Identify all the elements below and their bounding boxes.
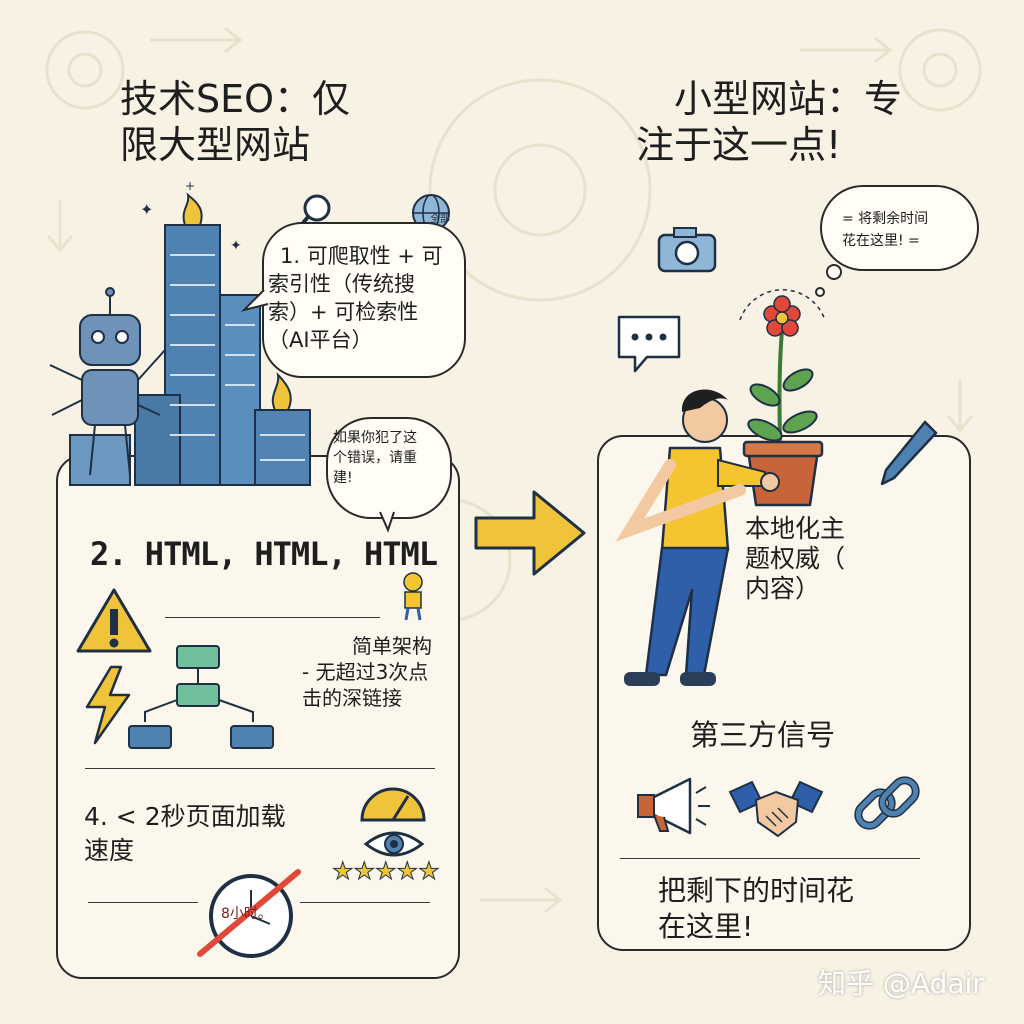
star-icon: ★	[396, 857, 419, 886]
svg-text:✦: ✦	[140, 200, 153, 219]
handshake-icon	[728, 780, 824, 837]
robot-server-illustration: ✦ ✦ +	[49, 179, 311, 486]
architecture-text: 简单架构 - 无超过3次点 击的深链接	[302, 633, 452, 711]
eye-icon	[363, 831, 425, 857]
topic-line: 题权威（	[745, 544, 846, 573]
bubble1-line: 索）+ 可检索性	[268, 300, 419, 324]
robot-icon	[49, 287, 166, 476]
server-stack-icon	[69, 224, 311, 486]
bottom-line: 把剩下的时间花	[658, 874, 855, 907]
third-party-title: 第三方信号	[690, 718, 836, 752]
thought-line: = 将剩余时间	[842, 211, 929, 227]
camera-icon	[657, 227, 717, 273]
right-title-line1: 小型网站：专	[674, 77, 903, 121]
gauge-icon	[360, 787, 426, 822]
html-heading: 2. HTML, HTML, HTML	[90, 535, 438, 573]
thought-line: 花在这里! =	[842, 233, 920, 249]
lightning-icon	[85, 665, 131, 745]
star-icon: ★	[375, 857, 397, 886]
left-title-line1: 技术SEO：仅	[120, 77, 351, 121]
svg-text:✦: ✦	[230, 238, 242, 254]
star-icon: ★	[418, 857, 440, 886]
flame-icon	[182, 192, 203, 226]
bubble2-line: 如果你犯了这	[333, 430, 417, 446]
bubble1-line: （AI平台）	[268, 328, 373, 352]
speed-text: 4. < 2秒页面加载 速度	[84, 800, 334, 868]
bubble-crawlability-text: 1. 可爬取性 + 可 索引性（传统搜 索）+ 可检索性 （AI平台）	[268, 242, 468, 354]
arrow-right-icon	[474, 490, 586, 576]
topic-authority-text: 本地化主 题权威（ 内容）	[745, 514, 875, 604]
star-icon: ★	[353, 857, 376, 886]
svg-text:+: +	[185, 179, 195, 193]
bottom-line: 在这里!	[658, 910, 754, 943]
flower-icon	[763, 295, 801, 337]
chain-link-icon	[854, 776, 920, 830]
watermark: 知乎 @Adair	[818, 967, 984, 1000]
divider-line	[620, 858, 920, 859]
chat-icon	[617, 315, 681, 373]
arch-line: 简单架构	[352, 634, 432, 658]
divider-line	[85, 768, 435, 769]
speech-bubble-rebuild	[326, 417, 452, 519]
divider-line	[165, 617, 380, 618]
bubble-tail-2	[379, 511, 395, 533]
clock-label: 8小时。	[221, 906, 272, 922]
speed-line: 4. < 2秒页面加载	[84, 802, 286, 831]
person-with-plant-illustration	[615, 289, 826, 686]
arch-line: - 无超过3次点	[302, 660, 429, 684]
speech-bubble-crawlability	[262, 222, 466, 378]
left-title: 技术SEO：仅 限大型网站	[120, 76, 420, 168]
star-rating: ★★★★★	[332, 857, 441, 886]
bottom-callout-text: 把剩下的时间花 在这里!	[658, 873, 898, 945]
right-title-line2: 注于这一点!	[636, 123, 842, 167]
divider-line	[300, 902, 430, 903]
thought-text: = 将剩余时间 花在这里! =	[842, 208, 972, 252]
left-title-line2: 限大型网站	[120, 123, 311, 167]
star-icon: ★	[332, 857, 354, 886]
thought-dots	[815, 264, 842, 297]
topic-line: 本地化主	[745, 514, 846, 543]
arch-line: 击的深链接	[302, 686, 402, 710]
bubble2-line: 个错误，请重	[333, 450, 417, 466]
bubble2-line: 建!	[333, 470, 353, 486]
bubble1-line: 索引性（传统搜	[268, 272, 415, 296]
megaphone-icon	[637, 777, 710, 835]
worried-figure-icon	[403, 572, 423, 621]
flame-icon-2	[271, 372, 292, 411]
clock-icon	[197, 869, 301, 958]
topic-line: 内容）	[745, 574, 821, 603]
bubble1-line: 1. 可爬取性 + 可	[280, 244, 443, 268]
bubble-rebuild-text: 如果你犯了这 个错误，请重 建!	[333, 428, 448, 488]
pen-icon	[880, 420, 938, 486]
speed-line: 速度	[84, 836, 135, 865]
globe-tag: 全部	[430, 212, 450, 225]
right-title: 小型网站：专 注于这一点!	[636, 76, 956, 168]
warning-icon	[76, 588, 152, 653]
bubble-tail	[240, 289, 269, 312]
thought-bubble	[820, 185, 979, 271]
divider-line	[88, 902, 198, 903]
sitemap-icon	[128, 645, 274, 749]
